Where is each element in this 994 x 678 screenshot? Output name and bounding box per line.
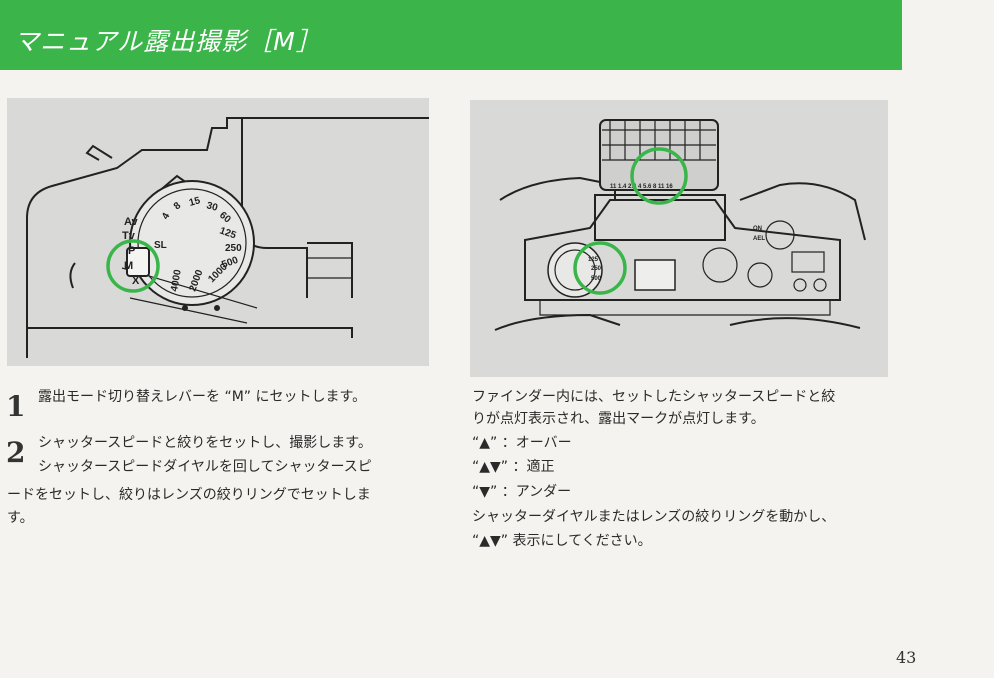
dial-label-250: 250 — [591, 266, 602, 272]
step-text: 露出モード切り替えレバーを “M” にセットします。 — [38, 389, 367, 405]
speed-label-30: 30 — [205, 200, 219, 214]
step-text: シャッタースピードと絞りをセットし、撮影します。 — [38, 435, 372, 451]
indicator-under: “▼” ：アンダー — [472, 484, 572, 500]
button-label-on: ON — [753, 226, 762, 232]
step-2-continuation: ードをセットし、絞りはレンズの絞りリングでセットしま — [7, 487, 371, 503]
body-text: シャッターダイヤルまたはレンズの絞りリングを動かし、 — [472, 509, 836, 525]
aperture-scale: 11 1.4 2.6 4 5.6 8 11 16 — [610, 184, 673, 190]
mode-label-av: Av — [124, 216, 139, 228]
page-number: 43 — [896, 648, 917, 667]
body-text: ファインダー内には、セットしたシャッタースピードと絞 — [472, 389, 836, 405]
indicator-over: “▲” ：オーバー — [472, 435, 572, 451]
body-text: りが点灯表示され、露出マークが点灯します。 — [472, 411, 765, 427]
dial-label-125: 125 — [588, 257, 599, 263]
button-label-ael: AEL — [753, 236, 765, 242]
mode-label-tv: Tv — [122, 230, 136, 242]
mode-label-p: P — [128, 245, 135, 257]
highlight-circle — [630, 147, 688, 205]
speed-label-4000: 4000 — [169, 268, 184, 292]
body-text: “▲▼” 表示にしてください。 — [472, 533, 652, 549]
highlight-circle — [106, 239, 160, 293]
mode-dial-illustration: Av Tv P M X SL 4 8 15 30 60 125 250 500 … — [7, 98, 429, 366]
step-2-continuation: す。 — [7, 510, 34, 526]
mode-label-x: X — [132, 275, 140, 287]
speed-label-8: 8 — [172, 200, 184, 212]
step-number: 1 — [6, 390, 26, 423]
camera-top-illustration: 11 1.4 2.6 4 5.6 8 11 16 250 500 125 ON … — [470, 100, 888, 377]
page-title: マニュアル露出撮影［M］ — [14, 27, 322, 56]
step-text: シャッタースピードダイヤルを回してシャッタースピ — [38, 459, 372, 475]
mode-label-sl: SL — [154, 240, 167, 251]
dial-label-500: 500 — [591, 276, 602, 282]
speed-label-15: 15 — [188, 195, 202, 209]
speed-label-4: 4 — [160, 211, 173, 222]
mode-label-m: M — [124, 260, 133, 272]
highlight-circle — [573, 241, 627, 295]
section-header: マニュアル露出撮影［M］ — [0, 0, 902, 70]
indicator-correct: “▲▼” ：適正 — [472, 459, 555, 475]
step-number: 2 — [6, 436, 26, 469]
speed-label-250: 250 — [225, 243, 242, 254]
